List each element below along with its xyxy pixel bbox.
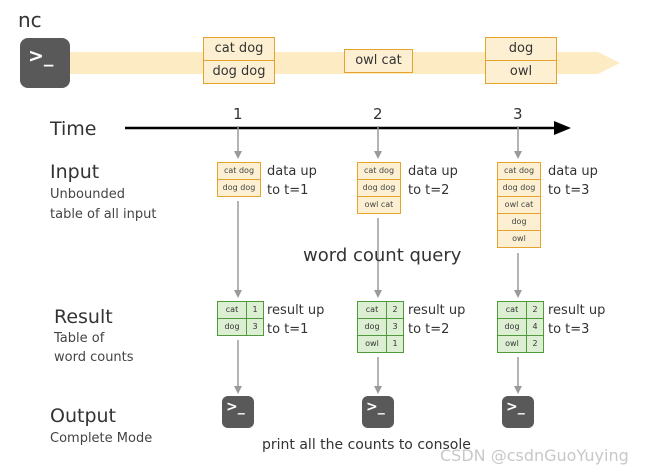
input-table-t1: cat dog dog dog [217,162,261,197]
input-note-t1-line2: to t=1 [267,183,309,198]
input-table-t3: cat dog dog dog owl cat dog owl [497,162,541,248]
result-word: dog [498,319,527,335]
result-count: 3 [392,322,398,331]
result-count: 1 [392,339,398,348]
input-row: dog [498,213,540,230]
input-note-t1-line1: data up [267,164,317,179]
output-title: Output [50,405,116,427]
terminal-icon: >_ [226,399,245,415]
time-axis [125,121,571,135]
terminal-icon: >_ [366,399,385,415]
result-row: dog 3 [218,318,263,335]
terminal-icon: >_ [506,399,525,415]
input-row: dog dog [498,179,540,196]
stream-batch-3: dog owl [485,37,557,84]
result-count: 4 [532,322,538,331]
result-subtitle-1: Table of [54,331,105,346]
result-row: dog 3 [358,318,403,335]
result-row: cat 2 [358,302,403,318]
result-note-t3-line1: result up [548,303,606,318]
result-word: owl [358,336,387,352]
result-word: cat [498,302,527,318]
result-word: dog [358,319,387,335]
output-subtitle: Complete Mode [50,431,153,446]
result-note-t2-line1: result up [408,303,466,318]
stream-batch-2: owl cat [344,49,413,73]
query-label: word count query [303,245,462,266]
time-tick-2: 2 [373,105,383,123]
result-word: owl [498,336,527,352]
terminal-icon: >_ [28,45,54,67]
stream-batch-line: owl cat [355,53,402,68]
stream-batch-line: dog [508,41,534,56]
stream-batch-line: owl [486,60,556,83]
output-terminal-t3: >_ [502,396,534,428]
result-table-t2: cat 2 dog 3 owl 1 [357,301,404,353]
result-word: cat [358,302,387,318]
stream-batch-line: dog dog [204,60,274,83]
result-count: 2 [392,305,398,314]
input-table-t2: cat dog dog dog owl cat [357,162,401,214]
input-row: dog dog [218,179,260,196]
output-note: print all the counts to console [262,437,471,453]
result-row: owl 1 [358,335,403,352]
input-subtitle-2: table of all input [50,207,157,222]
result-count: 2 [532,339,538,348]
input-note-t2-line2: to t=2 [408,183,450,198]
result-table-t3: cat 2 dog 4 owl 2 [497,301,544,353]
result-word: dog [218,319,247,335]
output-terminal-t1: >_ [222,396,254,428]
input-row: dog dog [358,179,400,196]
result-row: dog 4 [498,318,543,335]
result-title: Result [54,306,113,328]
time-tick-3: 3 [513,105,523,123]
input-note-t3-line2: to t=3 [548,183,590,198]
input-row: owl [498,230,540,247]
input-row: cat dog [363,166,395,175]
input-note-t3-line1: data up [548,164,598,179]
result-row: cat 2 [498,302,543,318]
watermark: CSDN @csdnGuoYuying [440,446,629,465]
output-terminal-t2: >_ [362,396,394,428]
result-count: 1 [252,305,258,314]
input-row: cat dog [223,166,255,175]
result-word: cat [218,302,247,318]
result-subtitle-2: word counts [54,350,134,365]
result-row: cat 1 [218,302,263,318]
input-title: Input [50,161,100,183]
time-tick-1: 1 [233,105,243,123]
time-label: Time [50,118,97,140]
result-table-t1: cat 1 dog 3 [217,301,264,336]
input-row: owl cat [498,196,540,213]
input-note-t2-line1: data up [408,164,458,179]
result-note-t1-line2: to t=1 [267,322,309,337]
result-note-t1-line1: result up [267,303,325,318]
input-row: cat dog [503,166,535,175]
result-note-t2-line2: to t=2 [408,322,450,337]
result-count: 3 [252,322,258,331]
source-label: nc [18,8,42,32]
input-row: owl cat [358,196,400,213]
stream-batch-1: cat dog dog dog [203,37,275,84]
input-subtitle-1: Unbounded [50,187,125,202]
result-row: owl 2 [498,335,543,352]
result-count: 2 [532,305,538,314]
source-terminal: >_ [20,38,70,88]
result-note-t3-line2: to t=3 [548,322,590,337]
stream-batch-line: cat dog [214,41,264,56]
